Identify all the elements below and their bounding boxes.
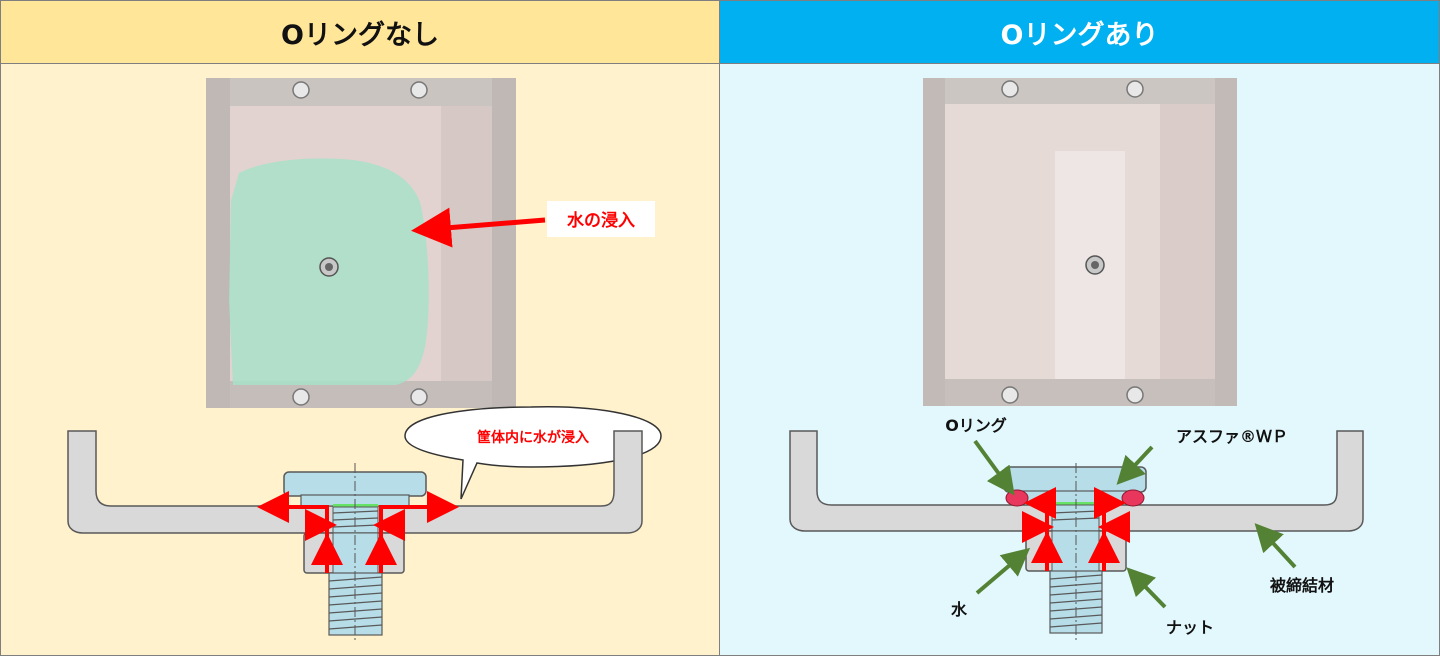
label-asufa-wp: アスファ®ＷＰ (1176, 427, 1288, 446)
screw-icon (1126, 386, 1144, 404)
label-fastened-material: 被締結材 (1270, 576, 1334, 595)
water-label-box (547, 201, 655, 237)
panel-with-oring: Oリングあり (719, 0, 1440, 656)
housing-leak-label: 筐体内に水が浸入 (477, 429, 589, 446)
water-label: 水の浸入 (567, 210, 635, 231)
speech-bubble (404, 406, 662, 500)
label-nut: ナット (1166, 618, 1214, 637)
housing-photo-dry (923, 78, 1237, 406)
right-illustration: Oリング アスファ®ＷＰ 水 ナット 被締結材 (789, 78, 1364, 641)
screw-icon (1001, 386, 1019, 404)
screw-icon (292, 388, 310, 406)
fastened-plate (67, 430, 643, 534)
screw-icon (292, 81, 310, 99)
screw-icon (1001, 80, 1019, 98)
label-water: 水 (951, 600, 968, 619)
panel-title-without-oring: Oリングなし (1, 1, 719, 64)
fastened-plate (789, 430, 1364, 532)
asufa-wp-head (1003, 466, 1147, 493)
oring-right (1121, 489, 1145, 507)
water-flow-arrows (1022, 487, 1130, 571)
leader-arrows (973, 439, 1297, 609)
screw-icon (410, 81, 428, 99)
panel-title-with-oring: Oリングあり (720, 1, 1439, 64)
screw-icon (410, 388, 428, 406)
oring-left (1005, 489, 1029, 507)
left-illustration: 水の浸入 筐体内に水が浸入 (67, 78, 662, 641)
water-arrow (411, 207, 546, 248)
screw-icon (1126, 80, 1144, 98)
label-oring: Oリング (945, 416, 1007, 435)
water-flow-arrows (257, 491, 459, 573)
housing-photo-leak (206, 78, 516, 408)
panel-without-oring: Oリングなし (0, 0, 720, 656)
